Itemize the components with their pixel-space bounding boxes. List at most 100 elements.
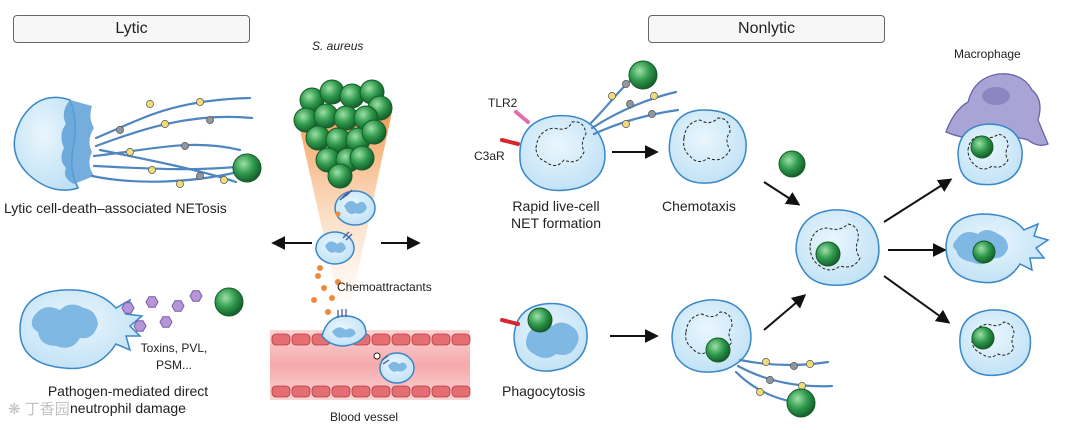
blood-vessel bbox=[270, 330, 471, 400]
extravasating-neutrophil bbox=[321, 309, 367, 347]
net-granule bbox=[181, 142, 189, 150]
net-granule bbox=[146, 100, 154, 108]
chemoattractant-dot bbox=[335, 279, 341, 285]
watermark-text: 丁香园 bbox=[24, 401, 70, 418]
chemoattractant-dot bbox=[325, 309, 331, 315]
net-granule bbox=[766, 376, 774, 384]
red-blood-cell bbox=[451, 333, 471, 346]
toxin-hexagon bbox=[145, 296, 159, 308]
net-granule bbox=[126, 148, 134, 156]
red-blood-cell bbox=[271, 333, 291, 346]
nonlytic-center-neutrophil bbox=[795, 209, 880, 286]
toxins-label-line1: Toxins, PVL, bbox=[140, 341, 208, 355]
chemoattractant-dot bbox=[329, 295, 335, 301]
toxin-hexagon bbox=[189, 290, 203, 302]
red-blood-cell bbox=[331, 385, 351, 398]
coccus bbox=[349, 145, 375, 171]
damaged-neutrophil bbox=[19, 289, 144, 370]
header-nonlytic: Nonlytic bbox=[648, 15, 885, 43]
coccus bbox=[327, 163, 353, 189]
chemoattractant-dot bbox=[321, 285, 327, 291]
arrow-phago-to-center bbox=[763, 294, 807, 331]
toxin-hexagon bbox=[171, 300, 185, 312]
chemoattractant-dot bbox=[311, 297, 317, 303]
red-blood-cell bbox=[291, 385, 311, 398]
net-granule bbox=[626, 100, 634, 108]
net-strand bbox=[90, 168, 248, 183]
c3ar-receptor-phagocytosis bbox=[500, 318, 520, 326]
c3ar-label: C3aR bbox=[474, 149, 505, 163]
net-granule bbox=[650, 92, 658, 100]
chemotaxis-label: Chemotaxis bbox=[662, 198, 736, 214]
net-granule bbox=[756, 388, 764, 396]
red-blood-cell bbox=[411, 333, 431, 346]
red-blood-cell bbox=[371, 385, 391, 398]
net-strand bbox=[592, 108, 680, 136]
red-blood-cell bbox=[431, 333, 451, 346]
toxin-molecules bbox=[121, 290, 203, 332]
macrophage-label: Macrophage bbox=[954, 47, 1021, 61]
toxins-label-line2: PSM... bbox=[155, 358, 192, 372]
tlr2-receptor bbox=[514, 110, 530, 124]
red-blood-cell bbox=[371, 333, 391, 346]
toxin-hexagon bbox=[159, 316, 173, 328]
phagocytosis-net-neutrophil bbox=[671, 299, 752, 373]
net-granule bbox=[206, 116, 214, 124]
net-granule bbox=[762, 358, 770, 366]
lytic-net-strands bbox=[90, 96, 254, 188]
migrating-neutrophil-upper bbox=[334, 189, 376, 226]
pathogen-damage-label-line1: Pathogen-mediated direct bbox=[47, 383, 209, 399]
red-blood-cell bbox=[271, 385, 291, 398]
net-strand bbox=[736, 364, 834, 388]
net-granule bbox=[790, 362, 798, 370]
net-strand bbox=[92, 164, 248, 171]
net-granule bbox=[622, 80, 630, 88]
rapid-net-neutrophil bbox=[519, 114, 606, 192]
blood-vessel-label: Blood vessel bbox=[330, 410, 399, 424]
red-blood-cell bbox=[431, 385, 451, 398]
net-granule bbox=[608, 92, 616, 100]
rapid-net-label: Rapid live-cell NET formation bbox=[486, 198, 626, 232]
arrow-to-intact-outcome bbox=[883, 275, 951, 324]
bacterium-trapped-rapid bbox=[628, 60, 658, 90]
net-granule bbox=[648, 110, 656, 118]
c3ar-receptor bbox=[500, 138, 520, 146]
coccus bbox=[361, 119, 387, 145]
net-granule bbox=[176, 180, 184, 188]
net-granule bbox=[116, 126, 124, 134]
net-strand bbox=[590, 90, 678, 130]
phagocytosis-net-strands bbox=[734, 358, 834, 404]
watermark-icon: ❋ bbox=[8, 401, 21, 418]
toxin-hexagon bbox=[121, 302, 135, 314]
migrating-neutrophil-lower bbox=[315, 231, 355, 265]
chemoattractant-dot bbox=[317, 265, 323, 271]
rapid-net-label-line2: NET formation bbox=[511, 215, 601, 231]
chemoattractant-dot bbox=[315, 273, 321, 279]
red-blood-cell bbox=[391, 385, 411, 398]
red-blood-cell bbox=[291, 333, 311, 346]
net-strand bbox=[92, 143, 242, 158]
chemoattractant-dots bbox=[311, 265, 341, 315]
net-strand bbox=[94, 96, 252, 140]
chemoattractants-label: Chemoattractants bbox=[337, 280, 432, 294]
toxins-label: Toxins, PVL, PSM... bbox=[124, 340, 224, 374]
bacterium-free bbox=[778, 150, 806, 178]
red-blood-cell bbox=[311, 385, 331, 398]
red-blood-cell bbox=[451, 385, 471, 398]
net-granule bbox=[161, 120, 169, 128]
bacterium-toxin-source bbox=[214, 287, 244, 317]
net-granule bbox=[196, 172, 204, 180]
lytic-outcome-neutrophil bbox=[945, 213, 1050, 284]
s-aureus-cluster bbox=[293, 79, 393, 189]
net-granule bbox=[196, 98, 204, 106]
phagocytosis-neutrophil bbox=[513, 302, 588, 372]
net-granule bbox=[798, 382, 806, 390]
tlr2-label: TLR2 bbox=[488, 96, 518, 110]
net-granule bbox=[220, 176, 228, 184]
net-granule bbox=[622, 120, 630, 128]
net-granule bbox=[806, 360, 814, 368]
pathogen-damage-label-line2: neutrophil damage bbox=[70, 400, 186, 416]
lytic-netosis-neutrophil bbox=[13, 96, 94, 191]
s-aureus-label: S. aureus bbox=[312, 39, 364, 53]
